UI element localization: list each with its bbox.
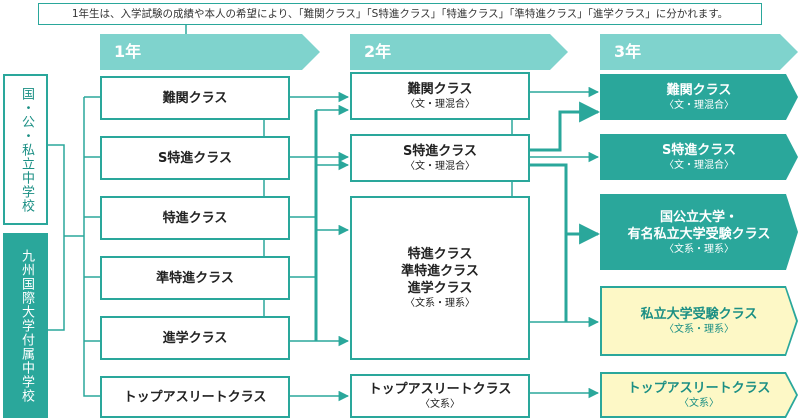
y1-athlete: トップアスリートクラス (100, 376, 290, 418)
arrow-s-to-nankan (530, 101, 601, 152)
y3-private: 私立大学受験クラス 〈文系・理系〉 (600, 286, 798, 356)
arrow-s-to-national (530, 163, 601, 245)
intro-note: 1年生は、入学試験の成績や本人の希望により、「難関クラス」「S特進クラス」「特進… (38, 3, 762, 25)
y3-athlete: トップアスリートクラス 〈文系〉 (600, 372, 798, 418)
y3-nankan: 難関クラス 〈文・理混合〉 (600, 74, 798, 120)
y1-s-tokushin: S特進クラス (100, 136, 290, 180)
y2-nankan-sub: 〈文・理混合〉 (405, 99, 475, 110)
y3-nankan-title: 難関クラス (666, 83, 732, 98)
y3-national-sub: 〈文系・理系〉 (664, 243, 734, 255)
y3-athlete-sub: 〈文系〉 (679, 398, 719, 409)
spine-to-athlete (83, 341, 100, 397)
y3-private-sub: 〈文系・理系〉 (664, 324, 734, 335)
y3-s-title: S特進クラス (661, 143, 737, 158)
y3-national-line1: 国公立大学・ (659, 209, 738, 225)
y2-athlete: トップアスリートクラス 〈文系〉 (350, 374, 530, 418)
header-year3: 3年 (600, 34, 798, 70)
y1-shingaku: 進学クラス (100, 316, 290, 360)
header-year2: 2年 (350, 34, 568, 70)
y2-s-tokushin: S特進クラス 〈文・理混合〉 (350, 134, 530, 182)
y1-nankan: 難関クラス (100, 76, 290, 120)
y2-combined: 特進クラス 準特進クラス 進学クラス 〈文系・理系〉 (350, 196, 530, 360)
y2-nankan-title: 難関クラス (407, 82, 473, 97)
y3-s-tokushin: S特進クラス 〈文・理混合〉 (600, 134, 798, 180)
y2-nankan: 難関クラス 〈文・理混合〉 (350, 72, 530, 120)
y1-tokushin: 特進クラス (100, 196, 290, 240)
y2-s-title: S特進クラス (402, 144, 478, 159)
y2-combined-line3: 進学クラス (407, 281, 473, 296)
source-public-private: 国・公・私立中学校 (3, 74, 48, 225)
y3-national-line2: 有名私立大学受験クラス (627, 226, 771, 242)
y2-athlete-sub: 〈文系〉 (420, 399, 460, 410)
y2-combined-line2: 準特進クラス (401, 264, 479, 279)
y2-s-sub: 〈文・理混合〉 (405, 161, 475, 172)
header-year1: 1年 (100, 34, 320, 70)
source-bracket (48, 144, 65, 331)
y1-jun-tokushin: 準特進クラス (100, 256, 290, 300)
y3-national: 国公立大学・ 有名私立大学受験クラス 〈文系・理系〉 (600, 194, 798, 270)
y2-combined-sub: 〈文系・理系〉 (405, 298, 475, 309)
y2-athlete-title: トップアスリートクラス (368, 382, 512, 397)
y3-athlete-title: トップアスリートクラス (627, 381, 771, 396)
y3-private-title: 私立大学受験クラス (640, 307, 758, 322)
y3-nankan-sub: 〈文・理混合〉 (664, 100, 734, 111)
source-affiliated: 九州国際大学付属中学校 (3, 233, 48, 418)
y2-combined-line1: 特進クラス (407, 247, 473, 262)
y3-s-sub: 〈文・理混合〉 (664, 160, 734, 171)
